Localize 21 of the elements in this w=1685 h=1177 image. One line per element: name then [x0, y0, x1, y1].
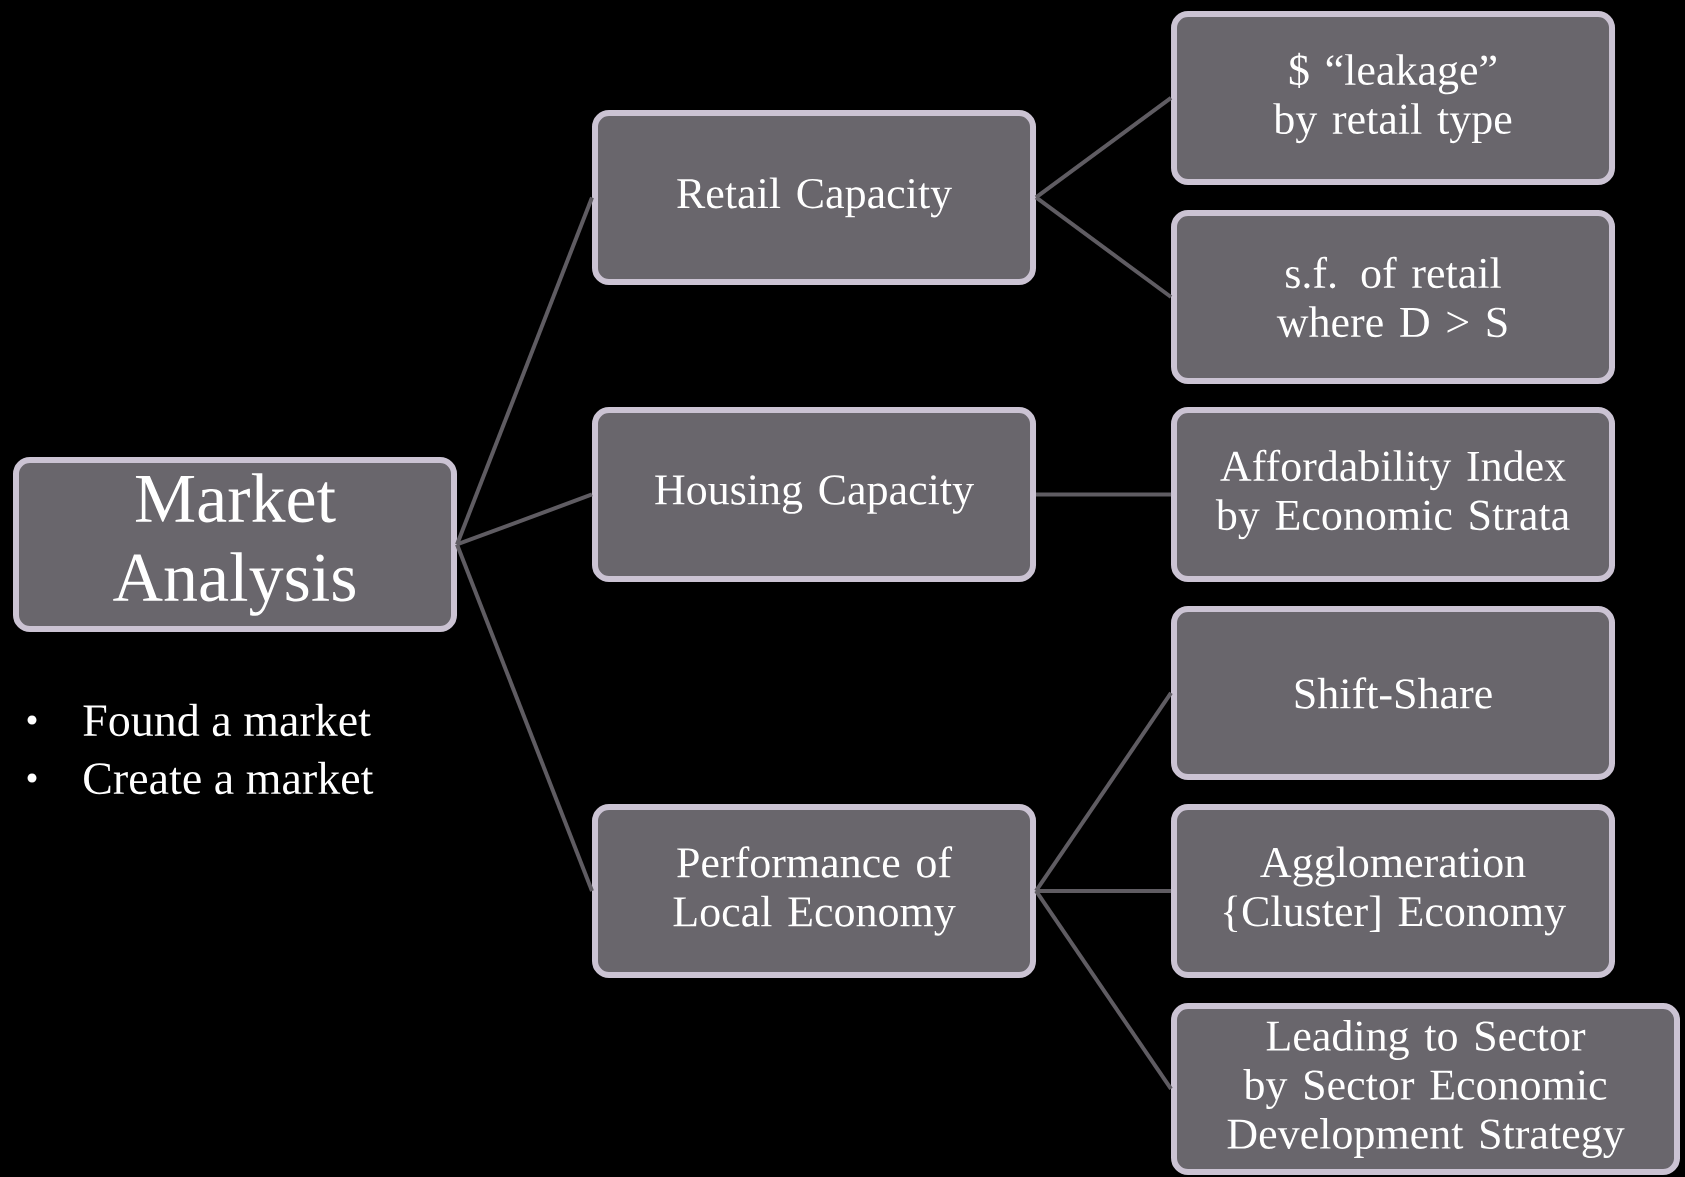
- process-box: Retail Capacity: [592, 110, 1036, 285]
- process-box: Leading to Sector by Sector Economic Development Strategy: [1171, 1003, 1681, 1175]
- connector-line: [1036, 492, 1171, 497]
- connector-line: [455, 196, 594, 546]
- process-box: Housing Capacity: [592, 407, 1036, 582]
- process-box: s.f. of retail where D > S: [1171, 210, 1616, 384]
- process-box: Market Analysis: [13, 457, 457, 632]
- process-box: Performance of Local Economy: [592, 804, 1036, 978]
- connector-line: [1034, 691, 1173, 893]
- connector-line: [455, 543, 594, 892]
- process-box: $ “leakage” by retail type: [1171, 11, 1616, 185]
- process-box: Affordability Index by Economic Strata: [1171, 407, 1616, 582]
- bullet-text: Found a market: [83, 703, 371, 737]
- connector-line: [1034, 96, 1173, 200]
- bullet-text: Create a market: [84, 761, 374, 795]
- process-box: Agglomeration {Cluster] Economy: [1171, 804, 1616, 978]
- connector-line: [1034, 195, 1173, 299]
- process-box: Shift-Share: [1171, 606, 1616, 780]
- connector-line: [1036, 889, 1171, 893]
- connector-line: [456, 492, 593, 547]
- connector-line: [1034, 889, 1173, 1091]
